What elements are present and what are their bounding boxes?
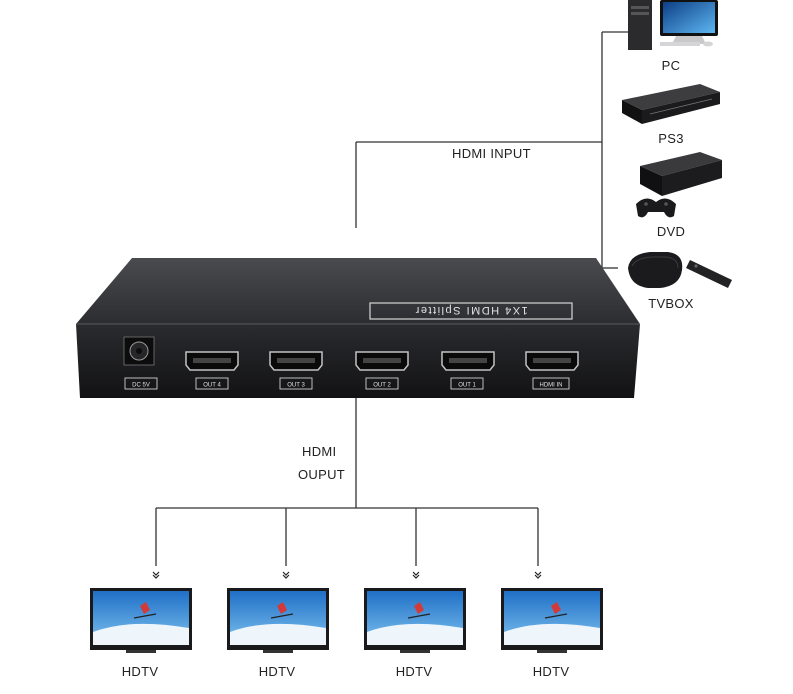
down-arrows [152, 571, 542, 579]
game-console-icon [636, 152, 722, 218]
hdmi-port-out1 [441, 351, 495, 371]
device-title: 1X4 HDMI Splitter [414, 304, 528, 316]
hdmi-output-label-line1: HDMI [302, 444, 337, 459]
ps3-icon [622, 84, 720, 124]
hdmi-port-out2 [355, 351, 409, 371]
display-label-4: HDTV [532, 664, 570, 679]
source-label-ps3: PS3 [658, 131, 684, 146]
port-label-out3: OUT 3 [287, 383, 305, 389]
hdtv-icon [501, 588, 603, 653]
source-label-tvbox: TVBOX [648, 296, 694, 311]
hdmi-port-out4 [185, 351, 239, 371]
chevron-down-icon [152, 571, 160, 579]
chevron-down-icon [534, 571, 542, 579]
pc-icon [628, 0, 718, 50]
source-label-pc: PC [661, 58, 681, 73]
port-label-out2: OUT 2 [373, 383, 391, 389]
chevron-down-icon [412, 571, 420, 579]
port-label-plates [124, 377, 570, 390]
display-label-1: HDTV [121, 664, 159, 679]
display-label-2: HDTV [258, 664, 296, 679]
connection-lines [155, 31, 628, 566]
hdtv-icon [90, 588, 192, 653]
hdmi-port-out3 [269, 351, 323, 371]
port-label-out4: OUT 4 [203, 383, 221, 389]
port-label-hdmi-in: HDMI IN [540, 383, 563, 389]
hdmi-splitter-device [76, 258, 640, 398]
source-label-dvd: DVD [656, 224, 686, 239]
hdmi-input-label: HDMI INPUT [452, 146, 531, 161]
port-label-out1: OUT 1 [458, 383, 476, 389]
display-label-3: HDTV [395, 664, 433, 679]
hdtv-icon [227, 588, 329, 653]
dc-power-jack [123, 336, 155, 366]
hdmi-port-in [525, 351, 579, 371]
port-label-dc: DC 5V [132, 383, 150, 389]
hdmi-output-label-line2: OUPUT [298, 467, 345, 482]
chevron-down-icon [282, 571, 290, 579]
tvbox-icon [628, 252, 732, 288]
hdtv-icon [364, 588, 466, 653]
device-title-plate [369, 302, 573, 320]
